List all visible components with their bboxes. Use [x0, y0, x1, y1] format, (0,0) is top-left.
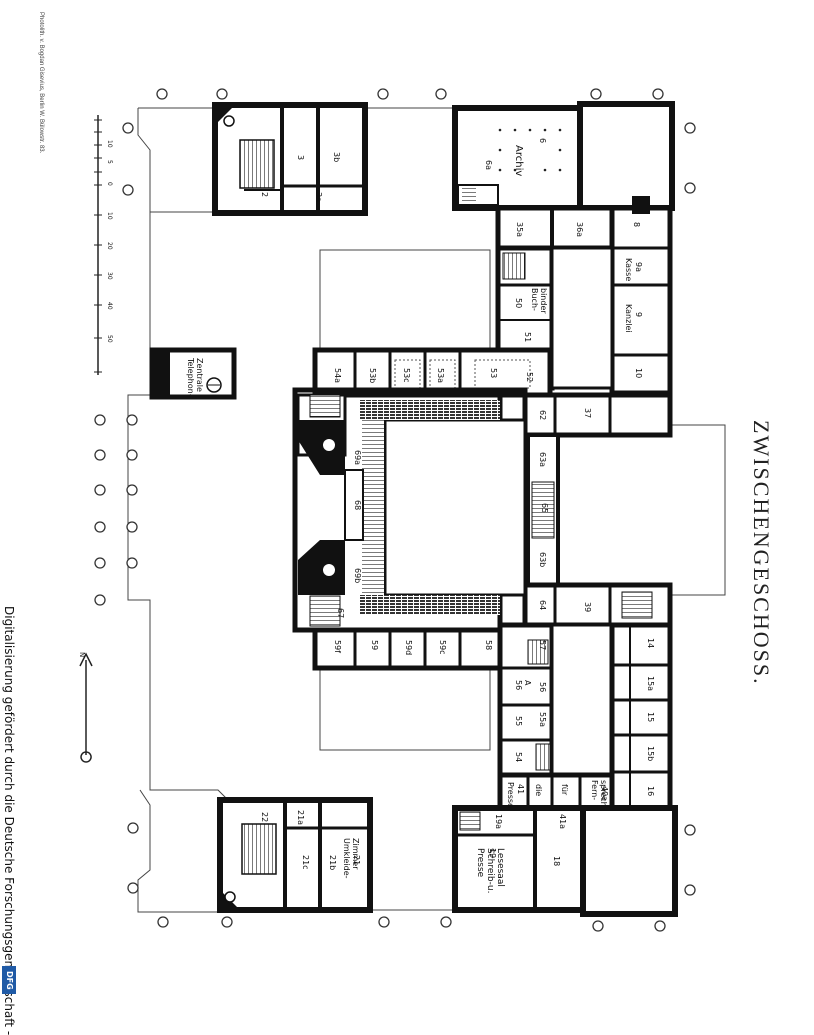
room-50: 50	[514, 298, 523, 308]
telephone-exchange	[149, 347, 237, 400]
room-56a: 56A	[514, 680, 532, 690]
dfg-logo: DFG	[2, 966, 16, 994]
room-59d: 59d	[404, 640, 413, 655]
block-top-left	[212, 102, 368, 216]
room-kasse: Kasse	[624, 258, 633, 281]
room-40a: 40a	[600, 786, 609, 801]
room-3: 3	[296, 155, 305, 160]
room-41: 41	[516, 784, 525, 794]
room-59c: 59c	[438, 640, 447, 655]
room-57: 57	[538, 640, 547, 650]
room-54: 54	[514, 752, 523, 762]
scale-tick: 10	[106, 140, 113, 148]
block-bottom-left	[217, 797, 373, 913]
room-6: 6	[538, 138, 547, 143]
room-63a: 63a	[538, 452, 547, 467]
room-19: 19	[488, 848, 497, 858]
room-21a: 21a	[296, 810, 305, 825]
wing-right-mid	[497, 392, 673, 628]
room-lesesaal: PresseSchreib-u.Lesesaal	[475, 848, 505, 893]
scale-bar: 10 5 0 10 20 30 40 50	[94, 115, 113, 375]
room-15b: 15b	[646, 746, 655, 761]
room-15: 15	[646, 712, 655, 722]
room-51: 51	[523, 332, 532, 342]
central-hall	[292, 387, 528, 633]
funding-note: Digitalisierung gefördert durch die Deut…	[2, 606, 16, 1035]
room-19a: 19a	[494, 814, 503, 829]
room-10: 10	[634, 368, 643, 378]
room-21: 21	[352, 855, 361, 865]
room-37: 37	[583, 408, 592, 418]
room-59f: 59f	[333, 640, 342, 653]
room-35a: 35a	[515, 222, 524, 237]
room-9: 9	[634, 312, 643, 317]
north-label: N	[78, 652, 86, 657]
columns	[94, 88, 696, 932]
room-16: 16	[646, 786, 655, 796]
room-56: 56	[538, 682, 547, 692]
room-39: 39	[583, 602, 592, 612]
room-telephon: Telephon-Zentrale	[186, 357, 204, 397]
room-presse: Presse	[506, 782, 515, 808]
room-9a: 9a	[634, 262, 643, 272]
room-53c: 53c	[402, 368, 411, 383]
room-18: 18	[552, 856, 561, 866]
room-8: 8	[632, 222, 641, 227]
scale-tick: 0	[106, 182, 113, 186]
room-53b: 53b	[368, 368, 377, 383]
room-63b: 63b	[538, 552, 547, 567]
room-55: 55	[514, 716, 523, 726]
photo-credit: Photolith. v. Bogdan Gisevius, Berlin W.…	[38, 12, 44, 154]
room-58: 58	[484, 640, 493, 650]
north-arrow-icon: N	[78, 652, 93, 763]
room-14: 14	[646, 638, 655, 648]
scale-tick: 30	[106, 272, 113, 280]
scale-tick: 20	[106, 242, 113, 250]
room-3b: 3b	[332, 152, 341, 162]
room-fernsprech: Fern-sprech	[590, 780, 608, 807]
room-67: 67	[336, 608, 345, 618]
room-59: 59	[370, 640, 379, 650]
scale-tick: 10	[106, 212, 113, 220]
page-title: ZWISCHENGESCHOSS.	[749, 420, 774, 686]
room-54a: 54a	[333, 368, 342, 383]
room-22: 22	[260, 812, 269, 822]
room-65: 65	[540, 503, 549, 513]
block-top-right	[452, 101, 675, 211]
room-68: 68	[353, 500, 362, 510]
room-umkleide: Umkleide-Zimmer	[342, 838, 360, 879]
room-53a: 53a	[436, 368, 445, 383]
scale-tick: 50	[106, 335, 113, 343]
room-3a: 3a	[314, 192, 323, 202]
room-62: 62	[538, 410, 547, 420]
scale-tick: 5	[106, 160, 113, 164]
room-69a: 69a	[353, 450, 362, 465]
block-bottom-right	[452, 805, 678, 917]
room-15a: 15a	[646, 676, 655, 691]
wing-right-lower	[497, 622, 673, 813]
room-41a: 41a	[558, 814, 567, 829]
room-6a: 6a	[484, 160, 493, 170]
room-kanzlei: Kanzlei	[624, 304, 633, 333]
room-53: 53	[489, 368, 498, 378]
room-52: 52	[525, 372, 534, 382]
room-21b: 21b	[328, 855, 337, 870]
floor-plan: 10 5 0 10 20 30 40 50 N	[78, 88, 726, 932]
room-69b: 69b	[353, 568, 362, 583]
room-21c: 21c	[301, 855, 310, 870]
room-die: die	[534, 784, 543, 796]
room-64: 64	[538, 600, 547, 610]
room-buchbinder: Buch-binder	[530, 288, 548, 314]
scale-tick: 40	[106, 302, 113, 310]
room-55a: 55a	[538, 712, 547, 727]
wing-right-upper	[495, 196, 673, 426]
room-36a: 36a	[575, 222, 584, 237]
room-archiv: Archiv	[513, 145, 524, 176]
room-fur: für	[560, 784, 569, 796]
room-2: 2	[260, 192, 269, 197]
